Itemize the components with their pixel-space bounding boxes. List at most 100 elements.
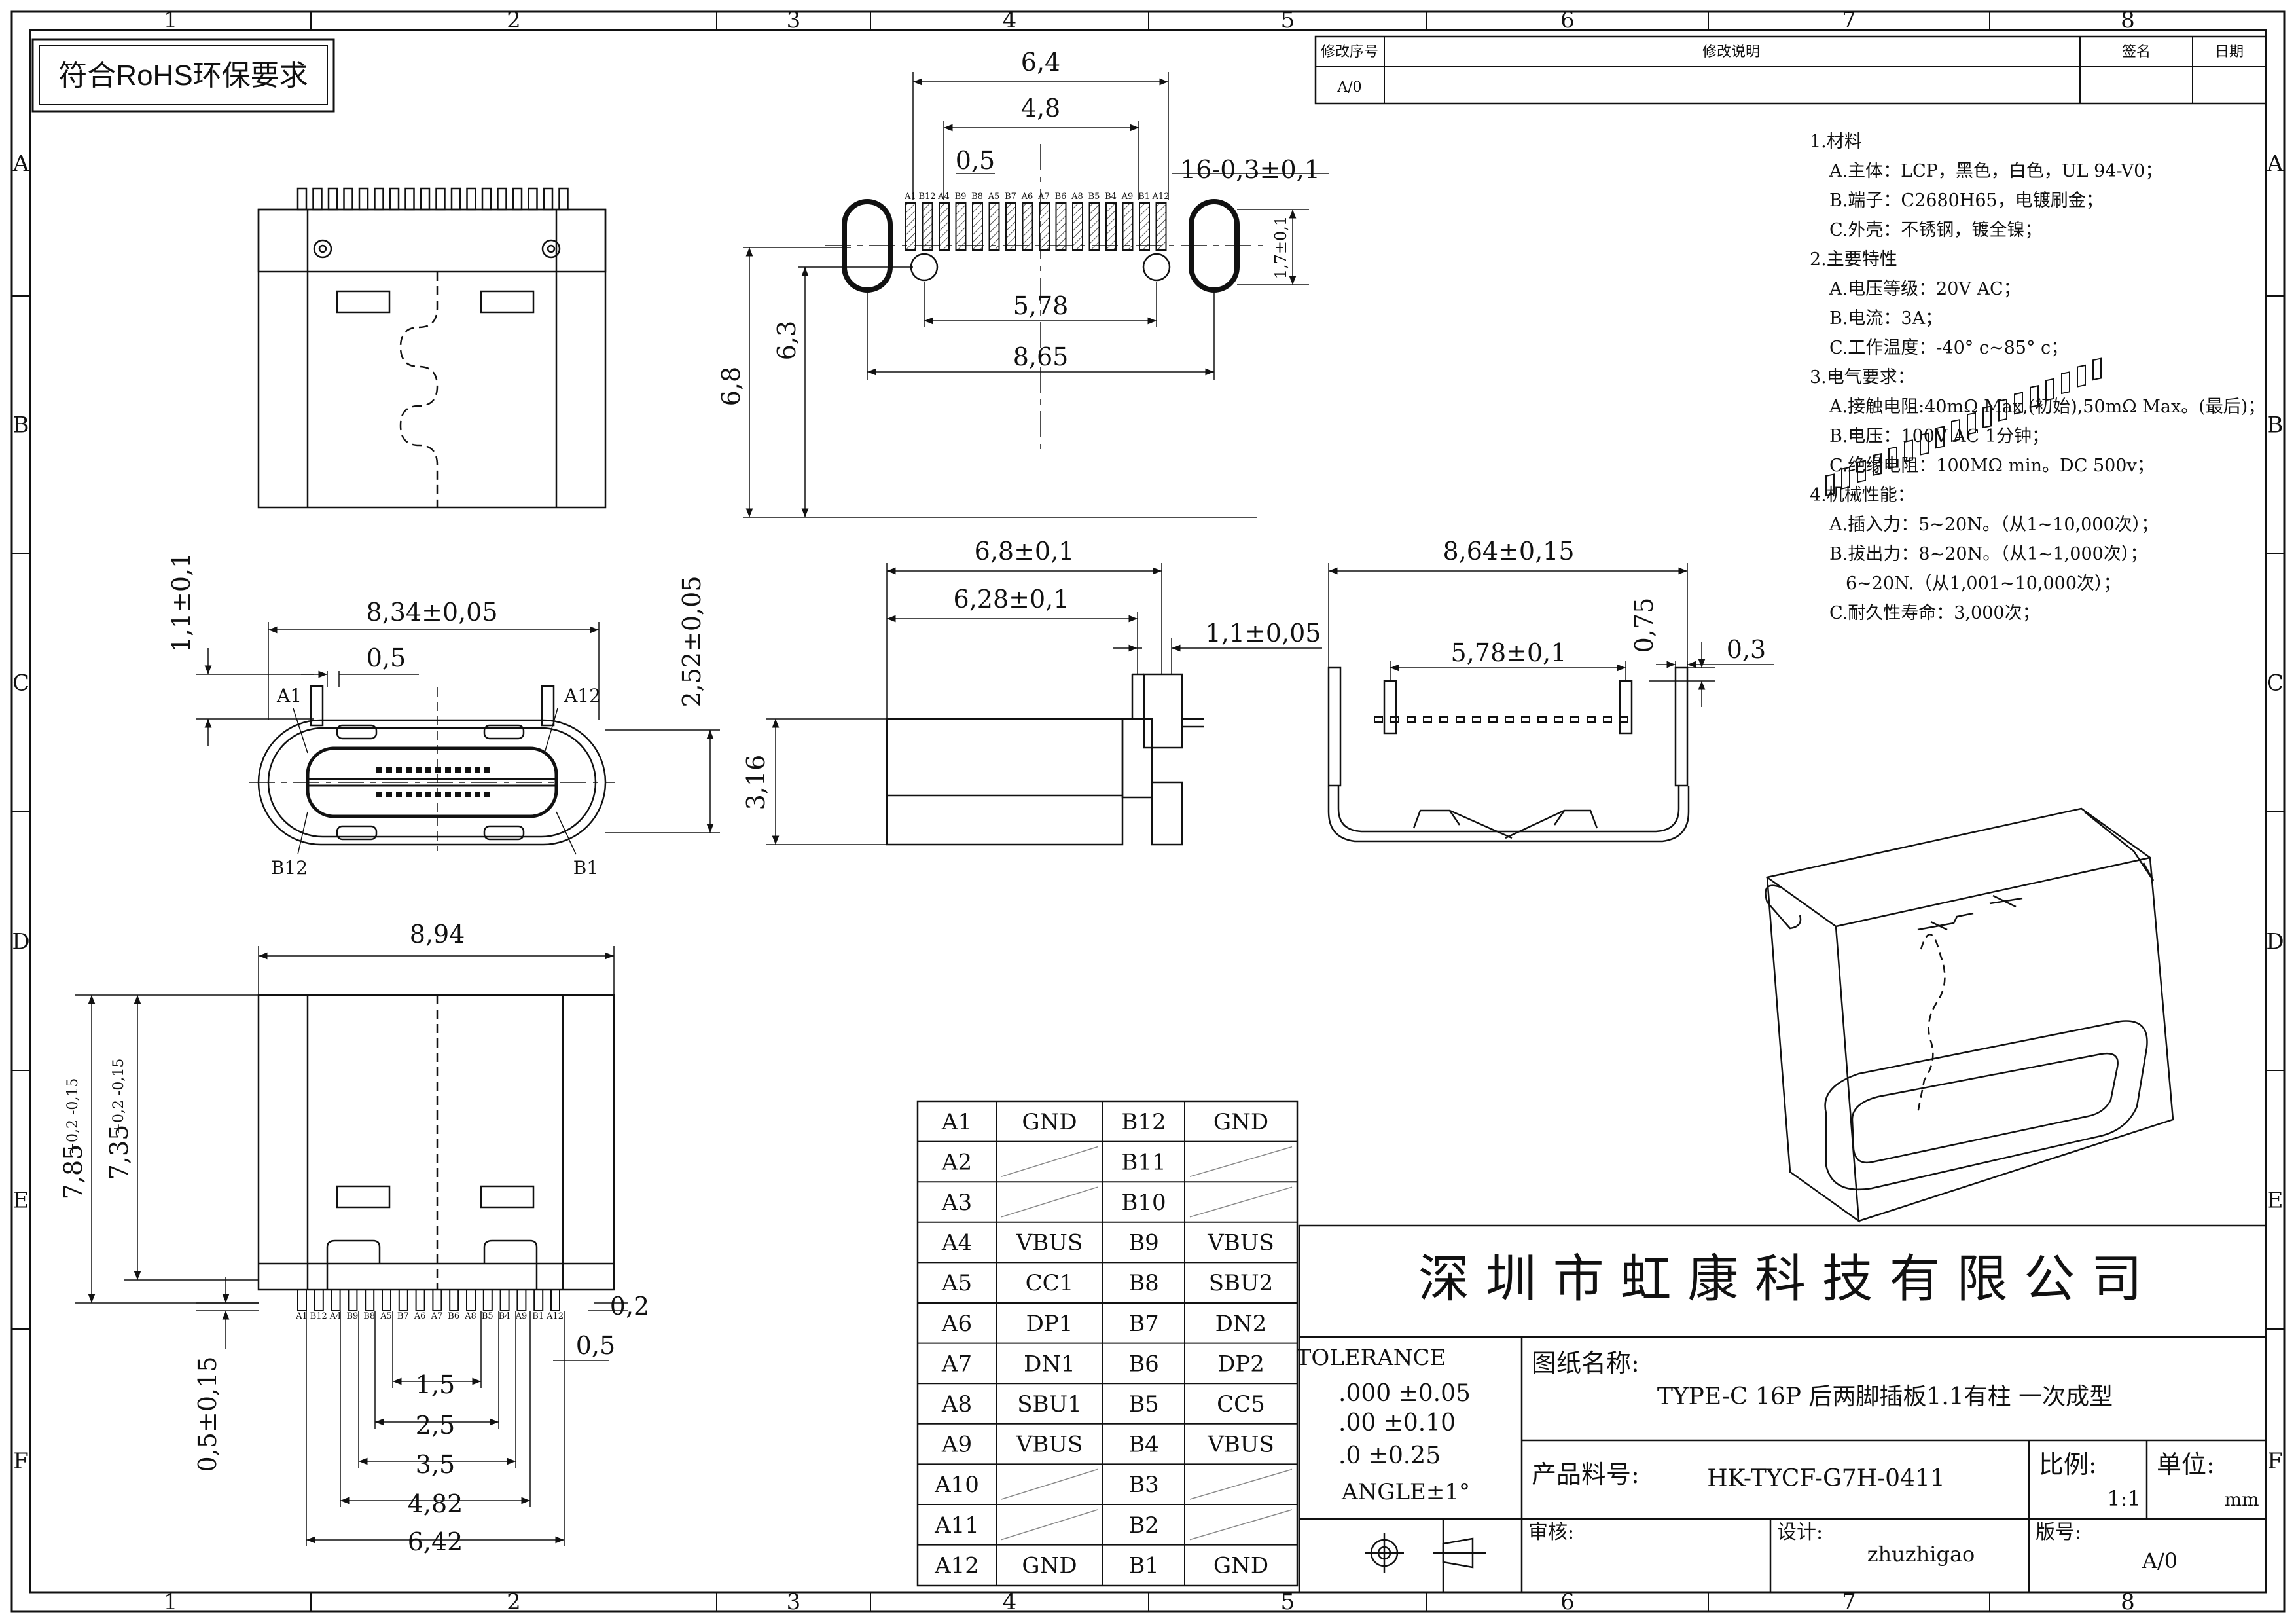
footprint-pad-label: A9 <box>1121 192 1134 202</box>
spec-line: B.电流：3A； <box>1829 308 1943 329</box>
footprint-pad-label: A5 <box>988 192 1000 202</box>
row-label-right: D <box>2266 929 2284 955</box>
column-label-bottom: 3 <box>787 1589 801 1615</box>
column-label-bottom: 8 <box>2121 1589 2135 1615</box>
spec-line: C.绝缘电阻：100MΩ min。DC 500v； <box>1829 456 2155 476</box>
frame-grid-ticks <box>12 12 2284 1611</box>
drawing-name-label: 图纸名称: <box>1532 1349 1640 1377</box>
part-number: HK-TYCF-G7H-0411 <box>1707 1465 1945 1492</box>
pin-id-cell: A10 <box>934 1472 979 1498</box>
version-value: A/0 <box>2142 1548 2178 1573</box>
row-label-right: F <box>2267 1448 2283 1474</box>
revision-table: 修改序号 修改说明 签名 日期 A/0 <box>1314 35 2267 105</box>
review-label: 审核: <box>1528 1521 1574 1544</box>
footprint-pad-label: B1 <box>1138 192 1150 202</box>
spec-line: C.耐久性寿命：3,000次； <box>1829 603 2040 623</box>
dim-0-5-pitch: 0,5 <box>956 146 995 175</box>
company-name: 深 圳 市 虹 康 科 技 有 限 公 司 <box>1418 1250 2142 1309</box>
row-label-right: A <box>2267 151 2284 177</box>
label-a1: A1 <box>276 685 302 706</box>
bottom-pin-label: A6 <box>414 1311 426 1321</box>
bottom-pin-label: B8 <box>363 1311 375 1321</box>
pin-signal-cell: GND <box>1022 1109 1077 1135</box>
pin-id-cell: B11 <box>1121 1149 1166 1175</box>
column-label-top: 2 <box>507 7 521 33</box>
pin-id-cell: B1 <box>1128 1552 1159 1578</box>
pin-signal-cell: GND <box>1213 1109 1268 1135</box>
row-label-right: B <box>2267 412 2284 439</box>
spec-line: C.工作温度：-40° c~85° c； <box>1829 338 2068 358</box>
pin-id-cell: A1 <box>941 1109 972 1135</box>
dim-3-16: 3,16 <box>742 755 770 811</box>
pin-id-cell: B7 <box>1128 1311 1159 1337</box>
pin-signal-cell: CC1 <box>1026 1270 1074 1296</box>
top-view <box>257 187 607 509</box>
footprint-pad-label: B6 <box>1055 192 1067 202</box>
pin-id-cell: A4 <box>941 1230 972 1256</box>
spec-line: 1.材料 <box>1810 132 1862 152</box>
row-label-left: A <box>12 151 29 177</box>
dim-0-5-front: 0,5 <box>367 644 406 672</box>
row-label-left: B <box>13 412 29 439</box>
pin-id-cell: A12 <box>934 1552 979 1578</box>
spec-line: A.主体：LCP，黑色，白色，UL 94-V0； <box>1829 161 2162 181</box>
column-label-top: 5 <box>1281 7 1295 33</box>
footprint-pad-label: B8 <box>971 192 983 202</box>
pin-signal-cell: SBU2 <box>1209 1270 1274 1296</box>
tolerance-3-decimals: .000 ±0.05 <box>1338 1380 1471 1407</box>
revision-date-header: 日期 <box>2215 44 2244 60</box>
specification-notes: 1.材料A.主体：LCP，黑色，白色，UL 94-V0；B.端子：C2680H6… <box>1810 132 2265 623</box>
column-label-top: 7 <box>1842 7 1856 33</box>
rohs-text: 符合RoHS环保要求 <box>58 60 308 92</box>
pin-signal-cell: CC5 <box>1217 1391 1265 1417</box>
bottom-pin-label: B6 <box>448 1311 459 1321</box>
footprint-pad-label: A12 <box>1152 192 1170 202</box>
pin-id-cell: B2 <box>1128 1512 1159 1539</box>
pin-signal-cell: VBUS <box>1207 1432 1274 1458</box>
column-label-top: 8 <box>2121 7 2135 33</box>
bottom-pin-label: A4 <box>329 1311 342 1321</box>
pin-signal-cell: DP2 <box>1217 1351 1265 1377</box>
footprint-pad-label: B9 <box>955 192 967 202</box>
pin-id-cell: A5 <box>941 1270 972 1296</box>
column-label-top: 3 <box>787 7 801 33</box>
spec-line: 6~20N.（从1,001~10,000次）； <box>1846 574 2121 594</box>
dim-1-5: 1,5 <box>416 1370 455 1399</box>
footprint-pad-label: A6 <box>1021 192 1033 202</box>
bottom-pin-label: B12 <box>310 1311 327 1321</box>
pin-signal-cell: VBUS <box>1016 1230 1083 1256</box>
pin-id-cell: B8 <box>1128 1270 1159 1296</box>
column-label-bottom: 2 <box>507 1589 521 1615</box>
dim-0-3: 0,3 <box>1727 635 1766 664</box>
dim-4-8: 4,8 <box>1021 94 1060 122</box>
column-label-top: 6 <box>1560 7 1575 33</box>
rear-view: 8,64±0,15 5,78±0,1 0,75 0,3 <box>1327 537 1774 843</box>
bottom-pin-label: A12 <box>546 1311 564 1321</box>
dim-7-85-tol: +0,2 -0,15 <box>65 1078 81 1155</box>
footprint-pad-label: B7 <box>1005 192 1016 202</box>
pin-signal-cell: VBUS <box>1016 1432 1083 1458</box>
pin-id-cell: B12 <box>1121 1109 1166 1135</box>
pin-id-cell: B10 <box>1121 1190 1166 1216</box>
angle-tolerance: ANGLE±1° <box>1341 1479 1470 1505</box>
dim-1-7: 1,7±0,1 <box>1272 216 1290 279</box>
row-label-left: D <box>12 929 29 955</box>
dim-5-78: 5,78 <box>1013 291 1069 320</box>
dim-6-42: 6,42 <box>408 1527 463 1556</box>
dim-6-28: 6,28±0,1 <box>954 585 1069 613</box>
title-block: 深 圳 市 虹 康 科 技 有 限 公 司 TOLERANCE .000 ±0.… <box>1297 1224 2267 1594</box>
pin-id-cell: B5 <box>1128 1391 1159 1417</box>
dim-8-34: 8,34±0,05 <box>366 598 497 627</box>
revision-desc-header: 修改说明 <box>1702 44 1760 60</box>
dim-8-94: 8,94 <box>410 920 465 949</box>
dim-7-85: 7,85 <box>59 1144 88 1200</box>
pin-signal-cell: SBU1 <box>1017 1391 1082 1417</box>
dim-5-78-rear: 5,78±0,1 <box>1451 638 1567 667</box>
pin-id-cell: B4 <box>1128 1432 1159 1458</box>
pin-signal-cell: GND <box>1022 1552 1077 1578</box>
dim-16-pads: 16-0,3±0,1 <box>1180 155 1320 184</box>
row-label-right: C <box>2267 670 2284 697</box>
